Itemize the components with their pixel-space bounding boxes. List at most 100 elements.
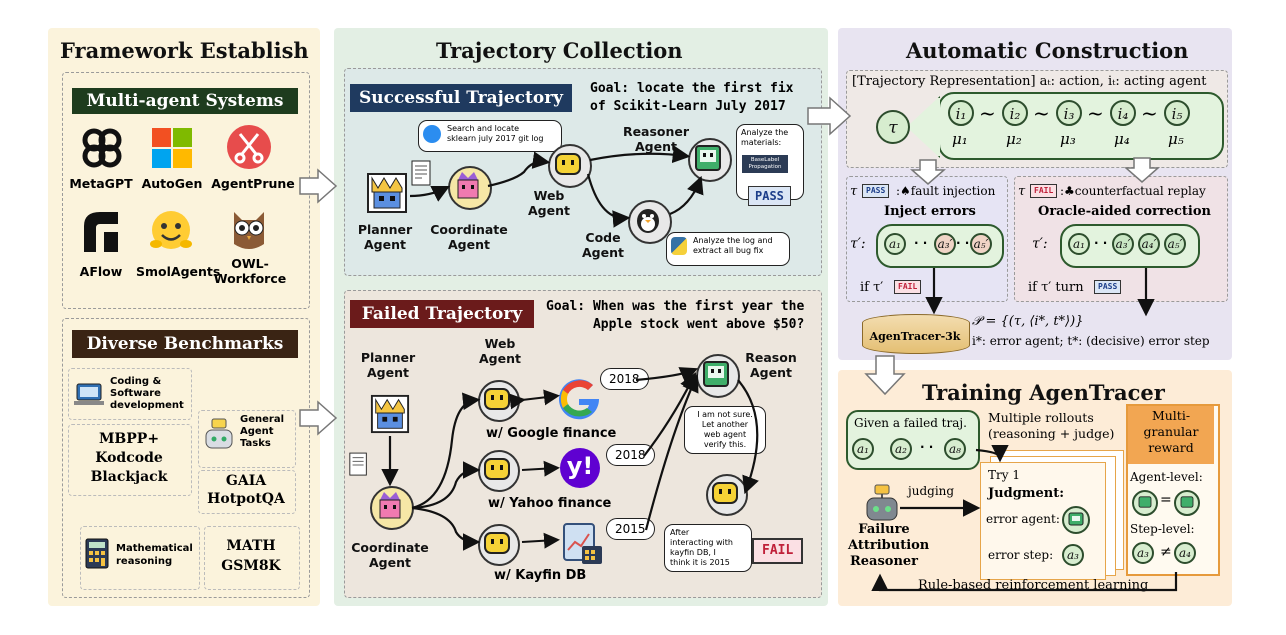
given-node-3: a₈ (944, 438, 966, 460)
right-node-2: a₃′ (1112, 233, 1134, 255)
compass-icon (423, 125, 441, 143)
search-bubble: Search and locate sklearn july 2017 git … (418, 120, 562, 152)
math-box (80, 526, 200, 590)
right-node-1: a₁ (1068, 233, 1090, 255)
unsure-bubble: I am not sure. Let another web agent ver… (684, 406, 766, 454)
right-sub: Oracle-aided correction (1038, 204, 1211, 219)
judging-label: judging (908, 484, 955, 498)
error-agent-robot-icon (1068, 512, 1084, 526)
document-icon (411, 160, 431, 186)
aflow-icon (84, 212, 118, 252)
mu-4: μ₄ (1114, 130, 1130, 148)
framework-panel (48, 28, 320, 606)
general-category: General Agent Tasks (240, 414, 284, 449)
python-icon (671, 237, 687, 255)
given-label: Given a failed traj. (854, 416, 967, 430)
mas-header: Multi-agent Systems (72, 88, 298, 114)
given-node-1: a₁ (852, 438, 874, 460)
left-sub: Inject errors (884, 204, 976, 219)
year-bubble-kayfin: 2015 (606, 518, 655, 540)
agent-node-5: i₅ (1164, 100, 1190, 126)
owl-icon (234, 212, 264, 249)
kayfin-bubble: After interacting with kayfin DB, I thin… (664, 524, 752, 572)
code-label: Code Agent (582, 230, 624, 260)
coding-category: Coding & Software development (110, 376, 184, 411)
dataset-formula: 𝒫 = {(τ, ⟨i*, t*⟩)} (972, 314, 1084, 329)
coding-box (68, 368, 192, 420)
judgment-label: Judgment: (988, 486, 1065, 501)
coding-items: MBPP+ Kodcode Blackjack (90, 431, 168, 485)
agent-level-robot-icon-1 (1138, 496, 1152, 508)
bench-header: Diverse Benchmarks (72, 330, 298, 358)
code-agent-icon (637, 209, 659, 233)
right-fail-badge: FAIL (1030, 184, 1058, 198)
google-finance-label: w/ Google finance (486, 426, 617, 441)
rl-label: Rule-based reinforcement learning (918, 578, 1149, 593)
analyze-bubble-text: Analyze the materials: (741, 128, 789, 147)
log-bubble-text: Analyze the log and extract all bug fix (693, 236, 773, 255)
agent-level-avatar-2 (1174, 490, 1200, 516)
step-level-label: Step-level: (1130, 522, 1195, 536)
agent-node-3: i₃ (1056, 100, 1082, 126)
system-label-3: AFlow (79, 264, 123, 279)
coordinate-label: Coordinate Agent (430, 222, 508, 252)
agent-node-4: i₄ (1110, 100, 1136, 126)
error-step-node: a₃ (1062, 544, 1084, 566)
general-box (198, 410, 296, 468)
right-pass-badge: PASS (1094, 280, 1122, 294)
right-node-4: a₅′ (1164, 233, 1186, 255)
tau-node: τ (876, 110, 910, 144)
search-bubble-text: Search and locate sklearn july 2017 git … (447, 124, 544, 143)
year-bubble-google: 2018 (600, 368, 649, 390)
failed-planner-icon (370, 394, 410, 434)
right-if: if τ′ turn (1028, 280, 1084, 295)
dataset-note: i*: error agent; t*: (decisive) error st… (972, 334, 1210, 348)
failed-goal: Goal: When was the first year the Apple … (546, 299, 805, 332)
tilde-3: ~ (1087, 101, 1104, 125)
bench-box (62, 318, 310, 598)
framework-title: Framework Establish (60, 38, 309, 63)
system-label-0: MetaGPT (69, 176, 133, 191)
metagpt-icon (82, 128, 122, 168)
tilde-2: ~ (1033, 101, 1050, 125)
web-agent-icon (555, 153, 581, 175)
yahoo-finance-label: w/ Yahoo finance (488, 496, 612, 511)
left-node-1: a₁ (884, 233, 906, 255)
left-tau: τ (850, 184, 858, 199)
right-tau-prime: τ′: (1032, 236, 1048, 252)
general-items: GAIA HotpotQA (207, 473, 285, 507)
success-goal: Goal: locate the first fix of Scikit-Lea… (590, 81, 794, 114)
system-label-1: AutoGen (141, 176, 203, 191)
mu-1: μ₁ (952, 130, 968, 148)
laptop-icon (74, 383, 104, 405)
failed-coordinate-label: Coordinate Agent (351, 540, 429, 570)
construction-title: Automatic Construction (906, 38, 1189, 63)
kayfin-database-icon (563, 523, 602, 564)
google-icon (559, 379, 600, 420)
agent-level-eq: = (1160, 492, 1172, 508)
reward-header: Multi- granular reward (1128, 406, 1214, 464)
system-label-2: AgentPrune (211, 176, 295, 191)
web-agent-yahoo-icon (484, 458, 510, 480)
yahoo-icon: y! (560, 448, 600, 488)
coordinate-agent-icon (457, 172, 479, 199)
failed-planner-label: Planner Agent (360, 350, 416, 380)
dataset-label: AgenTracer-3k (869, 330, 961, 343)
mu-5: μ₅ (1168, 130, 1184, 148)
step-level-node-1: a₃ (1132, 542, 1154, 564)
reason-agent-icon (703, 361, 729, 387)
left-dots-2: · · (956, 236, 970, 250)
try-label: Try 1 (988, 468, 1020, 482)
representation-text: [Trajectory Representation] aₜ: action, … (852, 74, 1207, 89)
training-title: Training AgenTracer (922, 380, 1165, 405)
left-head: :♠fault injection (896, 184, 996, 198)
reasoner-label: Reasoner Agent (622, 124, 690, 154)
failed-document-icon (349, 452, 367, 476)
reasoner-label: Failure Attribution Reasoner (848, 522, 930, 569)
left-if: if τ′ (860, 280, 884, 295)
tilde-1: ~ (979, 101, 996, 125)
web-agent-google-icon (484, 388, 510, 410)
kayfin-label: w/ Kayfin DB (494, 568, 587, 583)
math-category: Mathematical reasoning (116, 543, 193, 567)
